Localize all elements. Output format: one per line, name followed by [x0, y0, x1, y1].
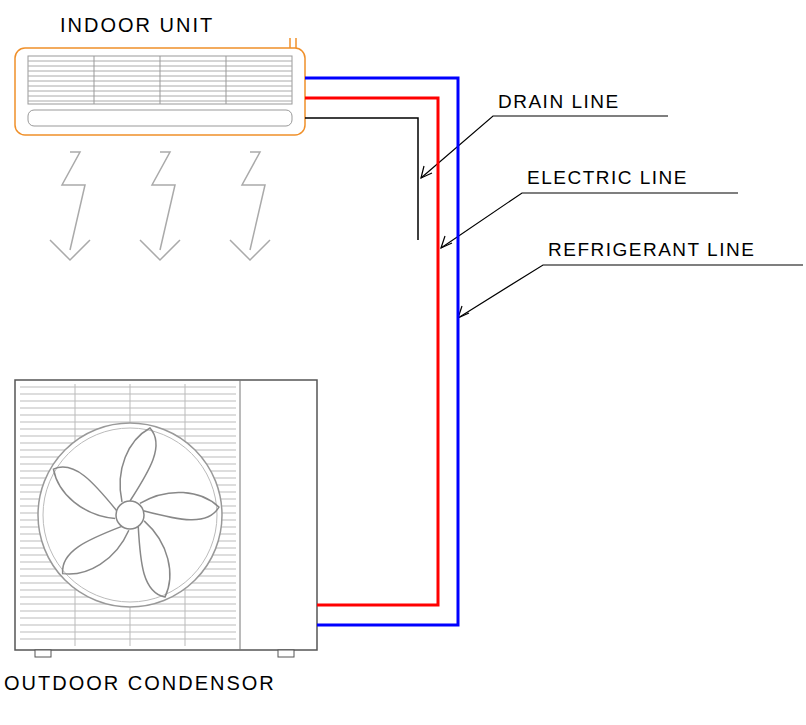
- refrigerant-line: [305, 78, 458, 625]
- line-callout: ELECTRIC LINE: [527, 168, 688, 189]
- line-callout: DRAIN LINE: [498, 92, 620, 113]
- drain-line: [305, 118, 418, 240]
- line-callout: REFRIGERANT LINE: [548, 240, 755, 261]
- unit-label: INDOOR UNIT: [60, 14, 214, 36]
- outdoor-unit-symbol: [15, 380, 317, 657]
- indoor-unit-symbol: [15, 38, 305, 135]
- unit-label: OUTDOOR CONDENSOR: [4, 672, 276, 694]
- leader-lines: [421, 116, 803, 318]
- outdoor-unit: OUTDOOR CONDENSOR: [4, 375, 317, 700]
- indoor-unit: INDOOR UNIT: [15, 10, 305, 138]
- electric-line: [305, 98, 438, 605]
- airflow-arrows: [50, 152, 270, 260]
